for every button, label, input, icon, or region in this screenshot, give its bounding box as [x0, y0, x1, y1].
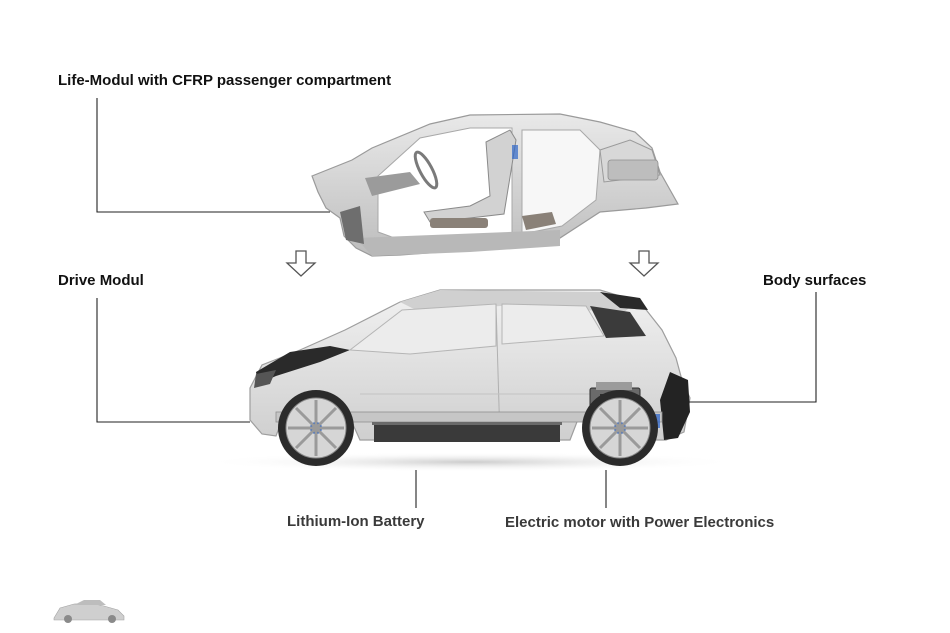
rear-wheel — [582, 390, 658, 466]
life-module-frame — [311, 113, 679, 257]
down-arrow-icon — [628, 250, 660, 277]
down-arrow-icon — [285, 250, 317, 277]
label-life-module: Life-Modul with CFRP passenger compartme… — [58, 72, 392, 89]
label-body-surfaces: Body surfaces — [763, 272, 867, 289]
label-motor: Electric motor with Power Electronics — [505, 514, 775, 531]
car-thumbnail-icon — [53, 600, 125, 623]
leader-drive-module — [96, 298, 250, 423]
label-drive-module: Drive Modul — [58, 272, 144, 289]
complete-car — [200, 289, 740, 472]
leader-life-module — [96, 98, 330, 213]
front-wheel — [278, 390, 354, 466]
leader-body-surfaces — [688, 292, 817, 403]
label-battery: Lithium-Ion Battery — [287, 513, 425, 530]
